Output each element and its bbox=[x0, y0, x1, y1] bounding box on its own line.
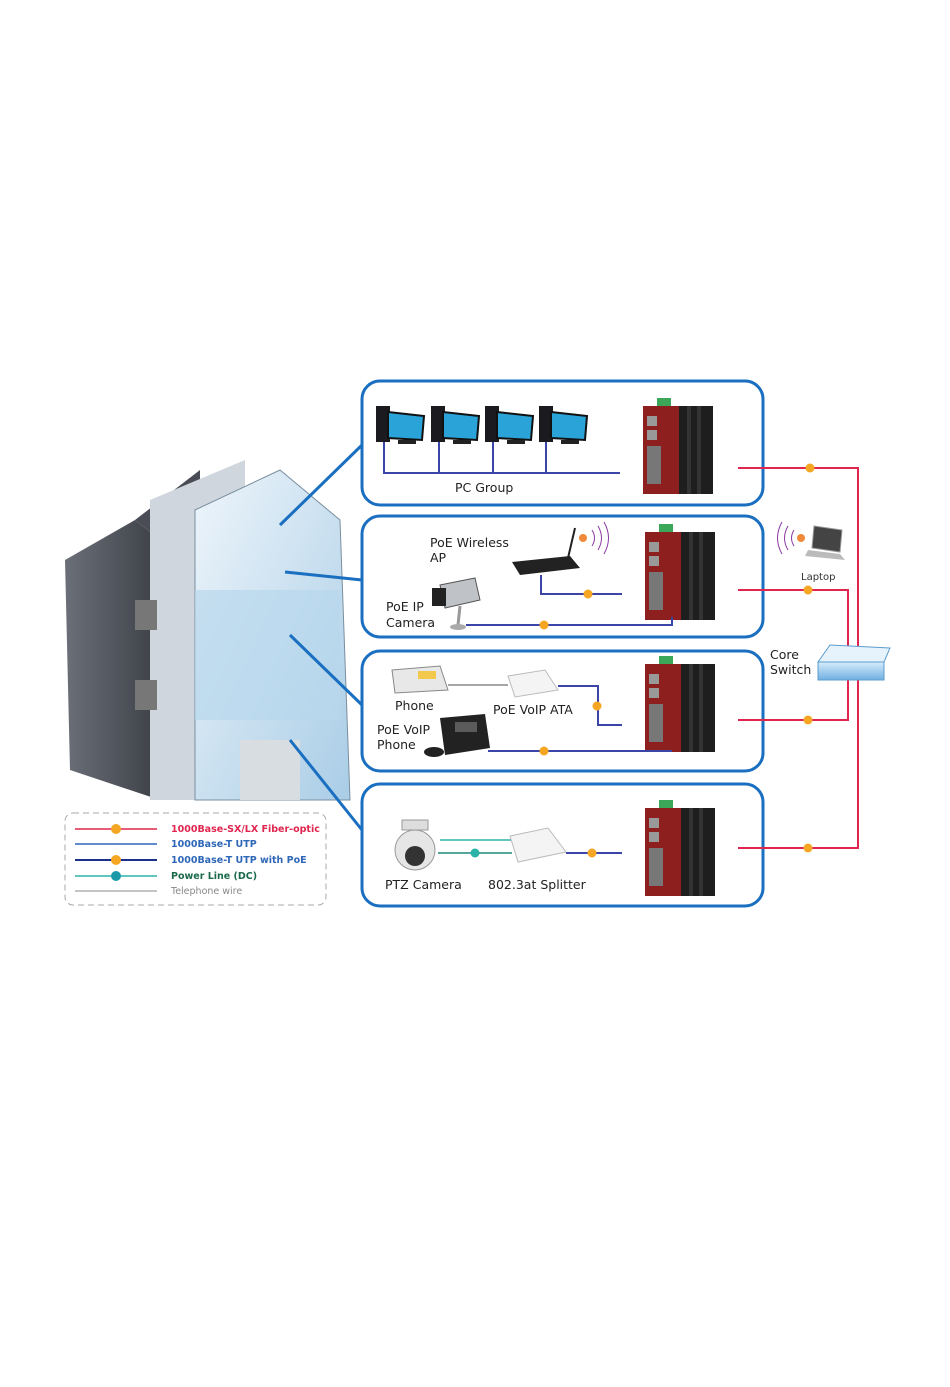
label-core-switch-2: Switch bbox=[770, 662, 811, 677]
poe-badge bbox=[584, 590, 593, 599]
industrial-switch-icon bbox=[645, 656, 715, 752]
building-illustration bbox=[65, 460, 350, 800]
label-phone: Phone bbox=[395, 698, 434, 713]
core-switch-icon bbox=[818, 645, 890, 680]
fiber-badges bbox=[804, 464, 815, 853]
phone-icon bbox=[392, 666, 448, 693]
dc-badge bbox=[471, 849, 480, 858]
legend: 1000Base-SX/LX Fiber-optic 1000Base-T UT… bbox=[65, 813, 326, 905]
poe-badge bbox=[540, 621, 549, 630]
label-wireless-ap: PoE Wireless bbox=[430, 535, 509, 550]
legend-fiber: 1000Base-SX/LX Fiber-optic bbox=[171, 824, 320, 835]
industrial-switch-icon bbox=[645, 800, 715, 896]
label-ip-camera: PoE IP bbox=[386, 599, 424, 614]
label-ptz-camera: PTZ Camera bbox=[385, 877, 462, 892]
poe-badge bbox=[593, 702, 602, 711]
legend-utp-poe: 1000Base-T UTP with PoE bbox=[171, 855, 307, 866]
legend-power-line: Power Line (DC) bbox=[171, 871, 257, 882]
label-pc-group: PC Group bbox=[455, 480, 513, 495]
poe-badge bbox=[588, 849, 597, 858]
laptop-icon bbox=[778, 522, 846, 560]
industrial-switch-icon bbox=[643, 398, 713, 494]
label-voip-phone: PoE VoIP bbox=[377, 722, 431, 737]
label-laptop: Laptop bbox=[801, 572, 835, 583]
label-voip-ata: PoE VoIP ATA bbox=[493, 702, 573, 717]
label-core-switch: Core bbox=[770, 647, 799, 662]
label-wireless-ap-2: AP bbox=[430, 550, 447, 565]
legend-utp: 1000Base-T UTP bbox=[171, 839, 257, 850]
poe-badge bbox=[540, 747, 549, 756]
label-ip-camera-2: Camera bbox=[386, 615, 435, 630]
label-splitter: 802.3at Splitter bbox=[488, 877, 587, 892]
legend-telephone: Telephone wire bbox=[170, 886, 242, 897]
label-voip-phone-2: Phone bbox=[377, 737, 416, 752]
industrial-switch-icon bbox=[645, 524, 715, 620]
